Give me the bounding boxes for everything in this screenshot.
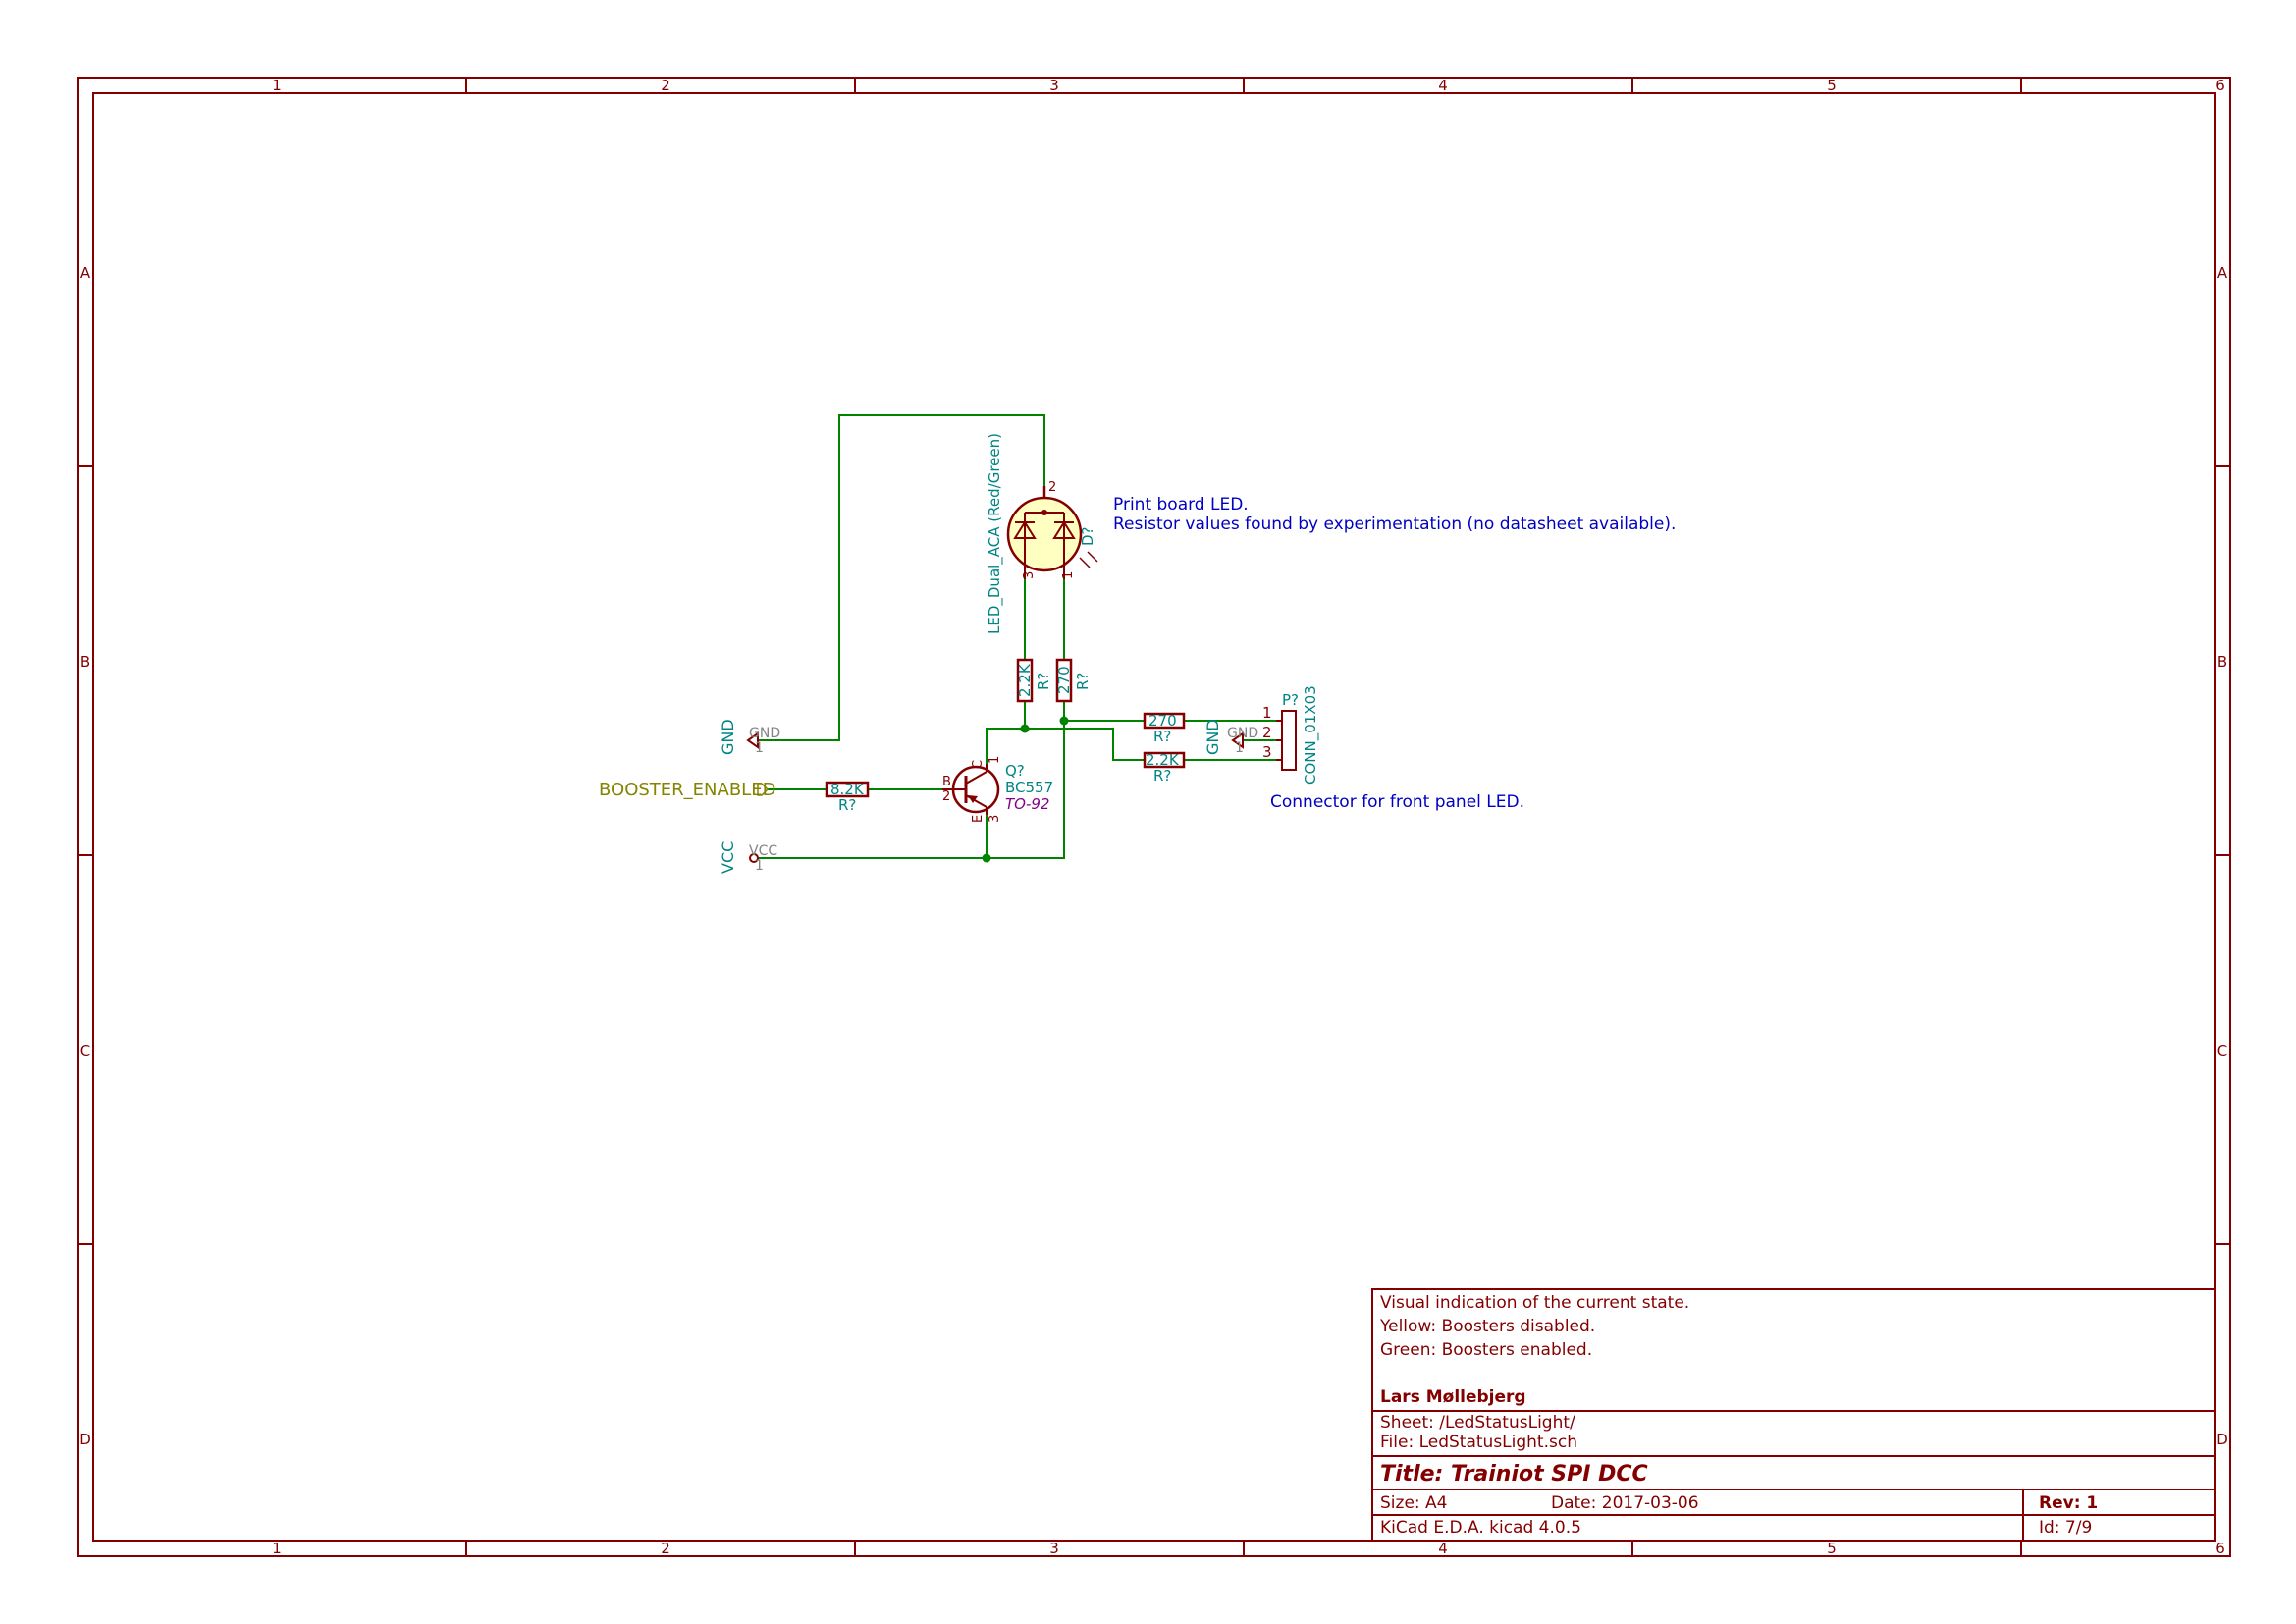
- col-label-top-4: 4: [1438, 77, 1448, 94]
- global-label-booster-enabled[interactable]: BOOSTER_ENABLED: [599, 780, 775, 800]
- title-block: [1371, 1288, 2216, 1542]
- title-block-tool: KiCad E.D.A. kicad 4.0.5: [1380, 1518, 1581, 1538]
- gnd-conn-label: GND: [1203, 719, 1222, 755]
- transistor-footprint: TO-92: [1005, 795, 1049, 813]
- resistor-conn-top-ref: R?: [1153, 728, 1171, 745]
- resistor-base-ref: R?: [838, 796, 856, 814]
- title-block-size: Size: A4: [1380, 1493, 1447, 1513]
- connector-reference: P?: [1282, 691, 1299, 709]
- title-block-file: File: LedStatusLight.sch: [1380, 1433, 1577, 1452]
- connector-pin-3: 3: [1262, 743, 1272, 761]
- junction-dot: [1020, 724, 1030, 733]
- resistor-led-right[interactable]: [1055, 658, 1073, 703]
- resistor-base[interactable]: [825, 781, 870, 798]
- resistor-led-left[interactable]: [1016, 658, 1034, 703]
- gnd-left-hidden-name: GND: [749, 726, 780, 741]
- col-label-bottom-6: 6: [2216, 1540, 2225, 1557]
- row-label-right-b: B: [2217, 653, 2227, 671]
- gnd-left-label: GND: [719, 719, 737, 755]
- resistor-conn-bottom-value: 2.2K: [1146, 751, 1180, 769]
- col-label-top-5: 5: [1827, 77, 1837, 94]
- col-label-bottom-4: 4: [1438, 1540, 1448, 1557]
- row-label-right-d: D: [2216, 1431, 2228, 1448]
- frame-column-ticks: [465, 78, 2022, 1556]
- gnd-left-symbol: [746, 731, 759, 749]
- connector-pin-2: 2: [1262, 724, 1272, 741]
- outer-frame: [77, 77, 2231, 1557]
- led-pin-2: 2: [1048, 480, 1056, 495]
- row-label-right-c: C: [2217, 1042, 2227, 1059]
- vcc-symbol: [749, 853, 759, 863]
- col-label-bottom-5: 5: [1827, 1540, 1837, 1557]
- title-block-sheet: Sheet: /LedStatusLight/: [1380, 1413, 1575, 1433]
- led-reference: D?: [1079, 526, 1096, 546]
- note-led-line2: Resistor values found by experimentation…: [1113, 514, 1676, 534]
- connector-symbol[interactable]: [1276, 710, 1297, 771]
- row-label-left-b: B: [80, 653, 90, 671]
- title-block-comment-1: Visual indication of the current state.: [1380, 1293, 1689, 1313]
- transistor-symbol[interactable]: [942, 764, 1000, 815]
- transistor-pin-b: B: [942, 775, 951, 789]
- col-label-top-6: 6: [2216, 77, 2225, 94]
- resistor-conn-top-value: 270: [1148, 712, 1177, 730]
- gnd-conn-pin: 1: [1235, 740, 1244, 756]
- row-label-left-c: C: [80, 1042, 90, 1059]
- col-label-top-3: 3: [1049, 77, 1059, 94]
- title-block-company: Lars Møllebjerg: [1380, 1387, 1526, 1407]
- title-block-comment-2: Yellow: Boosters disabled.: [1379, 1317, 1595, 1336]
- junction-dot: [982, 853, 991, 863]
- gnd-conn-hidden-name: GND: [1227, 726, 1258, 741]
- transistor-pin-b-num: 2: [942, 789, 950, 804]
- wires: [758, 414, 1276, 859]
- col-label-top-2: 2: [661, 77, 670, 94]
- gnd-left-pin: 1: [755, 740, 764, 756]
- col-label-bottom-1: 1: [272, 1540, 282, 1557]
- connector-value: CONN_01X03: [1302, 685, 1320, 785]
- resistor-led-left-ref: R?: [1035, 673, 1052, 690]
- led-pin-3: 3: [1022, 571, 1037, 579]
- junction-dot: [1059, 716, 1069, 726]
- note-connector: Connector for front panel LED.: [1270, 792, 1524, 812]
- led-value: LED_Dual_ACA (Red/Green): [986, 433, 1004, 634]
- resistor-base-value: 8.2K: [830, 781, 865, 798]
- inner-frame: [92, 92, 2216, 1542]
- transistor-pin-e-num: 3: [988, 815, 1002, 823]
- transistor-pin-e: E: [971, 815, 986, 823]
- led-dual-symbol[interactable]: [1006, 486, 1098, 579]
- row-label-left-a: A: [80, 264, 91, 282]
- col-label-bottom-2: 2: [661, 1540, 670, 1557]
- connector-pin-1: 1: [1262, 704, 1272, 722]
- col-label-top-1: 1: [272, 77, 282, 94]
- vcc-label: VCC: [719, 841, 737, 874]
- resistor-conn-top[interactable]: [1143, 712, 1186, 730]
- title-block-title: Title: Trainiot SPI DCC: [1380, 1462, 1648, 1487]
- vcc-pin: 1: [755, 858, 764, 874]
- vcc-hidden-name: VCC: [749, 843, 777, 859]
- row-label-right-a: A: [2217, 264, 2228, 282]
- resistor-conn-bottom[interactable]: [1143, 751, 1186, 769]
- resistor-conn-bottom-ref: R?: [1153, 767, 1171, 785]
- col-label-bottom-3: 3: [1049, 1540, 1059, 1557]
- led-pin-1: 1: [1061, 571, 1076, 579]
- title-block-comment-3: Green: Boosters enabled.: [1380, 1340, 1592, 1360]
- frame-row-ticks: [78, 465, 2230, 1245]
- transistor-pin-c: C: [971, 760, 986, 769]
- resistor-led-right-ref: R?: [1074, 673, 1092, 690]
- title-block-date: Date: 2017-03-06: [1551, 1493, 1699, 1513]
- title-block-rev: Rev: 1: [2039, 1493, 2098, 1513]
- gnd-conn-symbol: [1231, 731, 1244, 749]
- global-label-flag: [757, 783, 770, 796]
- transistor-value: BC557: [1005, 779, 1053, 796]
- row-label-left-d: D: [80, 1431, 91, 1448]
- resistor-led-right-value: 270: [1055, 666, 1073, 694]
- resistor-led-left-value: 2.2K: [1016, 663, 1034, 697]
- transistor-pin-c-num: 1: [988, 756, 1002, 764]
- transistor-reference: Q?: [1005, 762, 1025, 780]
- title-block-id: Id: 7/9: [2039, 1518, 2092, 1538]
- note-led-line1: Print board LED.: [1113, 495, 1249, 514]
